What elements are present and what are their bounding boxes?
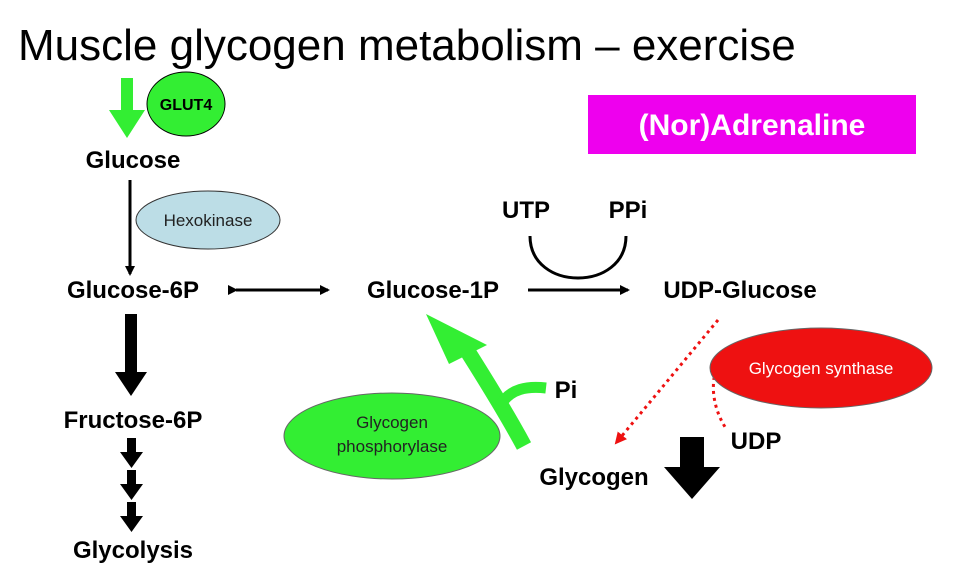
glycogen-label: Glycogen <box>539 464 648 491</box>
glycogenolysis-arrow-head <box>426 314 487 364</box>
glycogen-phosphorylase-label-line2: phosphorylase <box>337 437 448 456</box>
glycolysis-label: Glycolysis <box>73 537 193 564</box>
pi-label: Pi <box>555 377 578 404</box>
glut4-transporter <box>146 71 226 137</box>
hormone-label: (Nor)Adrenaline <box>639 109 866 142</box>
glut4-label: GLUT4 <box>160 97 213 114</box>
hormone-badge <box>588 95 916 154</box>
glucose-uptake-arrow <box>109 78 145 138</box>
fructose-6p-label: Fructose-6P <box>64 407 203 434</box>
glucose-label: Glucose <box>86 147 181 174</box>
hexokinase-label: Hexokinase <box>164 211 253 230</box>
udp-label: UDP <box>731 428 782 455</box>
glycogen-phosphorylase-label-line1: Glycogen <box>356 413 428 432</box>
g6p-to-f6p-arrow <box>115 314 147 396</box>
glucose-1p-label: Glucose-1P <box>367 277 499 304</box>
glycolysis-step-arrow <box>120 502 143 532</box>
pi-input-curve <box>495 381 547 410</box>
utp-ppi-curve <box>528 235 628 280</box>
glycogen-decrease-arrow <box>664 437 720 499</box>
hexokinase-enzyme <box>135 190 281 250</box>
glycogen-synthase-enzyme <box>709 327 933 409</box>
glycogen-phosphorylase-enzyme <box>283 392 501 480</box>
glucose-6p-label: Glucose-6P <box>67 277 199 304</box>
utp-label: UTP <box>502 197 550 224</box>
glycogen-synthesis-arrow <box>614 319 720 445</box>
glycolysis-step-arrow <box>120 470 143 500</box>
glycolysis-step-arrow <box>120 438 143 468</box>
slide-title: Muscle glycogen metabolism – exercise <box>18 21 796 70</box>
ppi-label: PPi <box>609 197 648 224</box>
glycogen-synthase-label: Glycogen synthase <box>749 359 894 378</box>
udp-glucose-label: UDP-Glucose <box>663 277 816 304</box>
